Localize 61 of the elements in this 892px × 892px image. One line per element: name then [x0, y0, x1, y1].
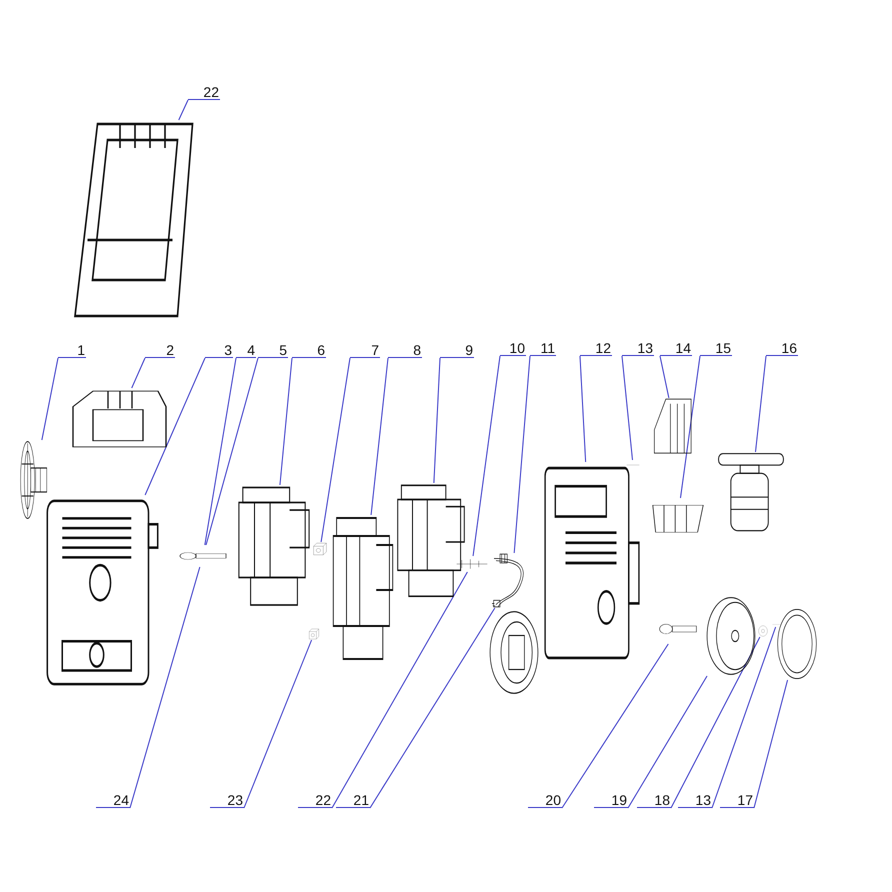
- leader-line: [144, 358, 206, 496]
- callout-number: 3: [205, 340, 233, 358]
- callout-number: 12: [580, 338, 612, 356]
- leader-line: [433, 358, 440, 484]
- leader-line: [206, 358, 258, 546]
- callout-number: 4: [236, 340, 256, 358]
- leader-line: [130, 566, 200, 808]
- leader-line: [131, 358, 146, 388]
- leader-line: [514, 356, 530, 554]
- leader-line: [178, 100, 188, 120]
- wheel-drawing: [705, 596, 757, 676]
- leader-line: [580, 356, 586, 462]
- callout-number: 6: [292, 340, 326, 358]
- leader-line: [754, 680, 788, 808]
- callout-number: 1: [58, 340, 86, 358]
- leader-line: [204, 358, 236, 546]
- screw-drawing: [772, 622, 781, 627]
- leader-line: [472, 356, 500, 556]
- leader-line: [562, 644, 669, 808]
- ring-drawing: [776, 608, 818, 680]
- leader-line: [712, 626, 776, 808]
- washer-drawing: [758, 625, 768, 637]
- callout-number: 22: [298, 790, 332, 808]
- callout-number: 16: [766, 338, 798, 356]
- callout-number: 20: [528, 790, 562, 808]
- leader-line: [755, 356, 766, 452]
- callout-number: 18: [637, 790, 671, 808]
- leader-line: [670, 636, 760, 808]
- callout-number: 9: [440, 340, 474, 358]
- leader-line: [622, 356, 633, 460]
- nut-drawing: [308, 628, 320, 640]
- foam-bottle-drawing: [715, 452, 787, 534]
- leader-line: [628, 676, 708, 808]
- callout-number: 23: [210, 790, 244, 808]
- callout-number: 22: [188, 82, 220, 100]
- callout-number: 15: [700, 338, 732, 356]
- leader-line: [41, 358, 58, 440]
- callout-number: 14: [660, 338, 692, 356]
- callout-number: 7: [350, 340, 380, 358]
- callout-number: 8: [388, 340, 422, 358]
- leader-line: [370, 358, 388, 516]
- callout-number: 17: [720, 790, 754, 808]
- cable-reel-drawing: [488, 610, 540, 695]
- callout-number: 21: [336, 790, 370, 808]
- leader-line: [279, 358, 292, 486]
- plug-terminal-drawing: [455, 556, 489, 572]
- leader-line: [332, 572, 468, 808]
- callout-number: 13: [622, 338, 654, 356]
- leader-line: [244, 640, 312, 808]
- callout-number: 10: [500, 338, 526, 356]
- leader-line: [660, 356, 670, 398]
- callout-number: 11: [530, 338, 556, 356]
- callout-number: 13: [678, 790, 712, 808]
- leader-line: [370, 608, 496, 808]
- small-part-drawing: [312, 542, 328, 556]
- leader-line: [680, 356, 700, 498]
- leader-line: [320, 358, 350, 542]
- callout-number: 5: [258, 340, 288, 358]
- callout-number: 24: [96, 790, 130, 808]
- callout-number: 2: [145, 340, 175, 358]
- callout-number: 19: [594, 790, 628, 808]
